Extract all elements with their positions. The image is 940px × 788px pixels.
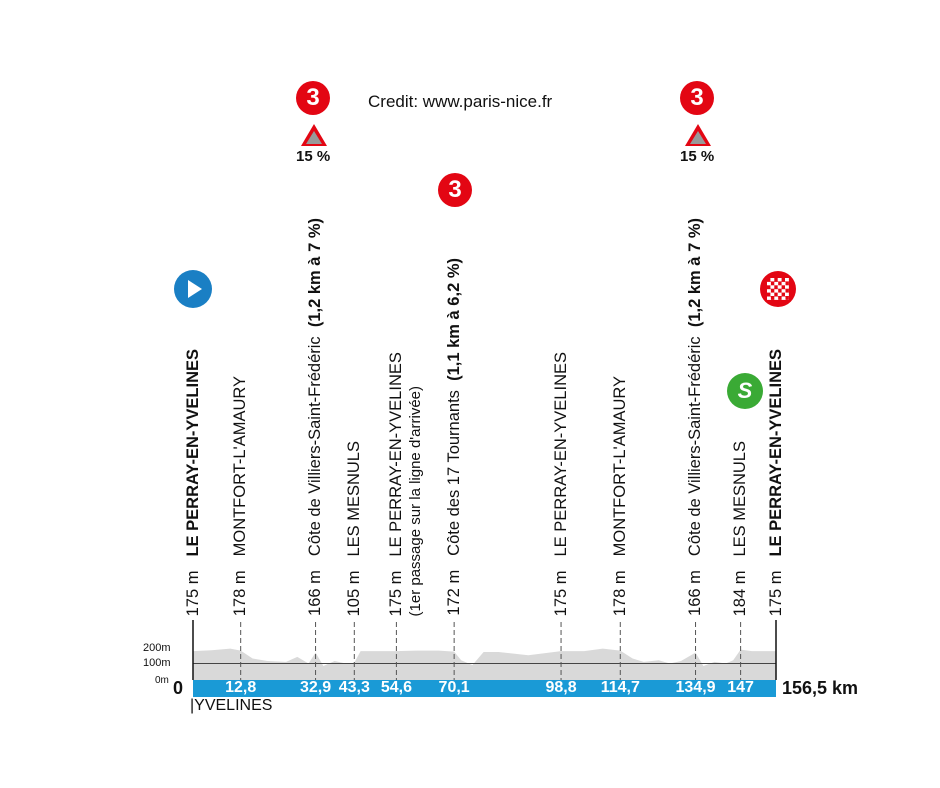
- max-gradient: 15 %: [296, 148, 331, 165]
- y-tick-200: 200m: [143, 642, 171, 654]
- waypoint-name: LE PERRAY-EN-YVELINES: [183, 348, 202, 557]
- waypoint-elevation: 175 m: [386, 570, 405, 616]
- km-tick-label: 134,9: [675, 679, 716, 696]
- waypoint-label: 175 m LE PERRAY-EN-YVELINES: [767, 349, 786, 616]
- waypoint-label: 184 m LES MESNULS: [731, 441, 750, 616]
- waypoint-label: 178 m MONTFORT-L'AMAURY: [611, 376, 630, 616]
- waypoint-name: Côte des 17 Tournants: [444, 390, 463, 557]
- climb-detail: (1,2 km à 7 %): [306, 218, 325, 328]
- y-tick-100: 100m: [143, 657, 171, 669]
- km-tick-label: 98,8: [545, 679, 577, 696]
- elevation-area: [193, 648, 776, 680]
- credit-text: Credit: www.paris-nice.fr: [368, 92, 553, 111]
- waypoint-elevation: 184 m: [731, 570, 750, 616]
- waypoint-elevation: 172 m: [444, 570, 463, 616]
- waypoint-name: LE PERRAY-EN-YVELINES: [386, 351, 405, 557]
- finish-checkered-icon: [760, 271, 796, 307]
- region-label: |YVELINES: [190, 697, 273, 714]
- waypoint-elevation: 175 m: [766, 570, 785, 616]
- waypoint-label: 175 m LE PERRAY-EN-YVELINES(1er passage s…: [387, 316, 425, 616]
- kom-category-icon: 3: [296, 81, 330, 115]
- waypoint-name: MONTFORT-L'AMAURY: [231, 375, 250, 557]
- waypoint-label: 172 m Côte des 17 Tournants (1,1 km à 6,2…: [445, 258, 464, 616]
- waypoint-name: LE PERRAY-EN-YVELINES: [766, 348, 785, 557]
- kom-category-icon: 3: [438, 173, 472, 207]
- km-tick-label: 43,3: [338, 679, 370, 696]
- climb-detail: (1,1 km à 6,2 %): [444, 258, 463, 382]
- mountain-triangle-icon: [301, 124, 327, 146]
- waypoint-label: 178 m MONTFORT-L'AMAURY: [231, 376, 250, 616]
- waypoint-elevation: 178 m: [231, 570, 250, 616]
- km-tick-label: 12,8: [225, 679, 257, 696]
- waypoint-name: MONTFORT-L'AMAURY: [610, 375, 629, 557]
- sprint-icon: S: [727, 373, 763, 409]
- km-tick-label: 114,7: [600, 679, 640, 696]
- total-distance: 156,5 km: [782, 678, 859, 698]
- waypoint-label: 175 m LE PERRAY-EN-YVELINES: [184, 349, 203, 616]
- km-tick-label: 147: [727, 679, 754, 696]
- km-tick-label: 54,6: [380, 679, 412, 696]
- waypoint-name: LES MESNULS: [731, 440, 750, 557]
- waypoint-elevation: 178 m: [610, 570, 629, 616]
- waypoint-name: Côte de Villiers-Saint-Frédéric: [306, 336, 325, 557]
- waypoint-label: 175 m LE PERRAY-EN-YVELINES: [552, 352, 571, 616]
- waypoint-label: 166 m Côte de Villiers-Saint-Frédéric (1,…: [306, 218, 325, 616]
- waypoint-elevation: 175 m: [183, 570, 202, 616]
- waypoint-elevation: 175 m: [551, 570, 570, 616]
- waypoint-elevation: 166 m: [306, 570, 325, 616]
- waypoint-elevation: 166 m: [686, 570, 705, 616]
- y-tick-0: 0m: [155, 675, 169, 686]
- waypoint-label: 105 m LES MESNULS: [345, 441, 364, 616]
- waypoint-name: Côte de Villiers-Saint-Frédéric: [686, 336, 705, 557]
- start-icon: [174, 270, 212, 308]
- distance-axis-bar: [193, 680, 776, 697]
- waypoint-label: 166 m Côte de Villiers-Saint-Frédéric (1,…: [686, 218, 705, 616]
- waypoint-elevation: 105 m: [344, 570, 363, 616]
- kom-category-icon: 3: [680, 81, 714, 115]
- km-tick-label: 70,1: [438, 679, 470, 696]
- start-km-label: 0: [173, 678, 184, 698]
- max-gradient: 15 %: [680, 148, 715, 165]
- waypoint-name: LES MESNULS: [344, 440, 363, 557]
- waypoint-name: LE PERRAY-EN-YVELINES: [551, 351, 570, 557]
- mountain-triangle-icon: [685, 124, 711, 146]
- waypoint-note: (1er passage sur la ligne d'arrivée): [406, 385, 424, 616]
- km-tick-label: 32,9: [299, 679, 332, 696]
- climb-detail: (1,2 km à 7 %): [686, 218, 705, 328]
